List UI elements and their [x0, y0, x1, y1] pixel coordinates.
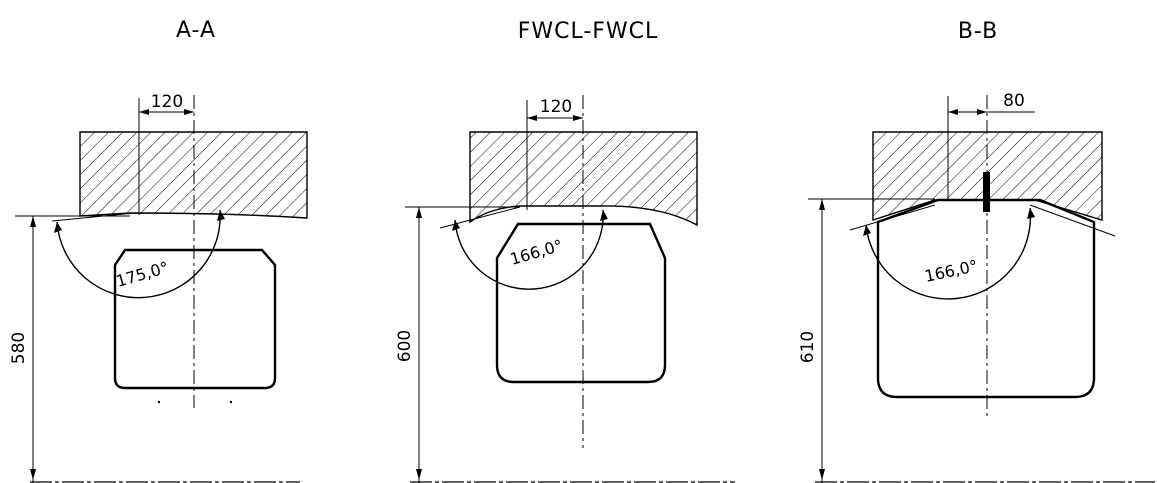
height-dimension-label: 600 [395, 330, 415, 362]
width-dimension-label: 80 [1003, 91, 1025, 111]
arrow-head [54, 222, 62, 233]
section-fwcl-fwcl: FWCL-FWCL 120 166,0° 600 [395, 19, 735, 483]
angle-label: 166,0° [923, 256, 980, 286]
arrow-head [863, 225, 871, 236]
lower-body [113, 248, 277, 390]
arrow-head [819, 469, 825, 480]
angle-arc [56, 209, 221, 299]
section-title: B-B [958, 19, 998, 44]
angle-leg-line [51, 212, 136, 222]
arrow-head [416, 207, 422, 218]
arrow-head [527, 115, 537, 121]
angle-leg-line [849, 204, 936, 231]
width-dimension-label: 120 [540, 97, 572, 117]
arrow-head [573, 115, 583, 121]
arrow-head [30, 216, 36, 227]
arrow-head [452, 220, 460, 231]
arrow-head [1027, 208, 1035, 219]
lower-body [876, 198, 1096, 399]
angle-label: 166,0° [508, 236, 565, 269]
vertical-stiffener [983, 172, 990, 212]
angle-leg-line [439, 206, 521, 229]
arrow-head [600, 210, 608, 221]
height-dimension-label: 580 [9, 332, 29, 364]
angle-label: 175,0° [114, 258, 171, 291]
section-title: FWCL-FWCL [518, 19, 659, 44]
section-b-b: B-B 80 166,0° 610 [798, 19, 1155, 483]
arrow-head [948, 109, 958, 115]
section-title: A-A [176, 18, 216, 43]
arrow-head [30, 469, 36, 480]
arrow-head [139, 109, 149, 115]
angle-arc [454, 209, 604, 290]
height-dimension-label: 610 [798, 331, 818, 363]
marker-dot [157, 400, 161, 404]
section-a-a: A-A 120 175,0° 580 [9, 18, 308, 483]
arrow-head [416, 469, 422, 480]
width-dimension-label: 120 [151, 92, 183, 112]
marker-dot [229, 400, 233, 404]
angle-leg-line [1029, 204, 1116, 237]
arrow-head [819, 199, 825, 210]
arrow-head [217, 210, 225, 221]
angle-arc [865, 207, 1032, 300]
lower-body [495, 222, 667, 384]
arrow-head [977, 109, 987, 115]
arrow-head [184, 109, 194, 115]
